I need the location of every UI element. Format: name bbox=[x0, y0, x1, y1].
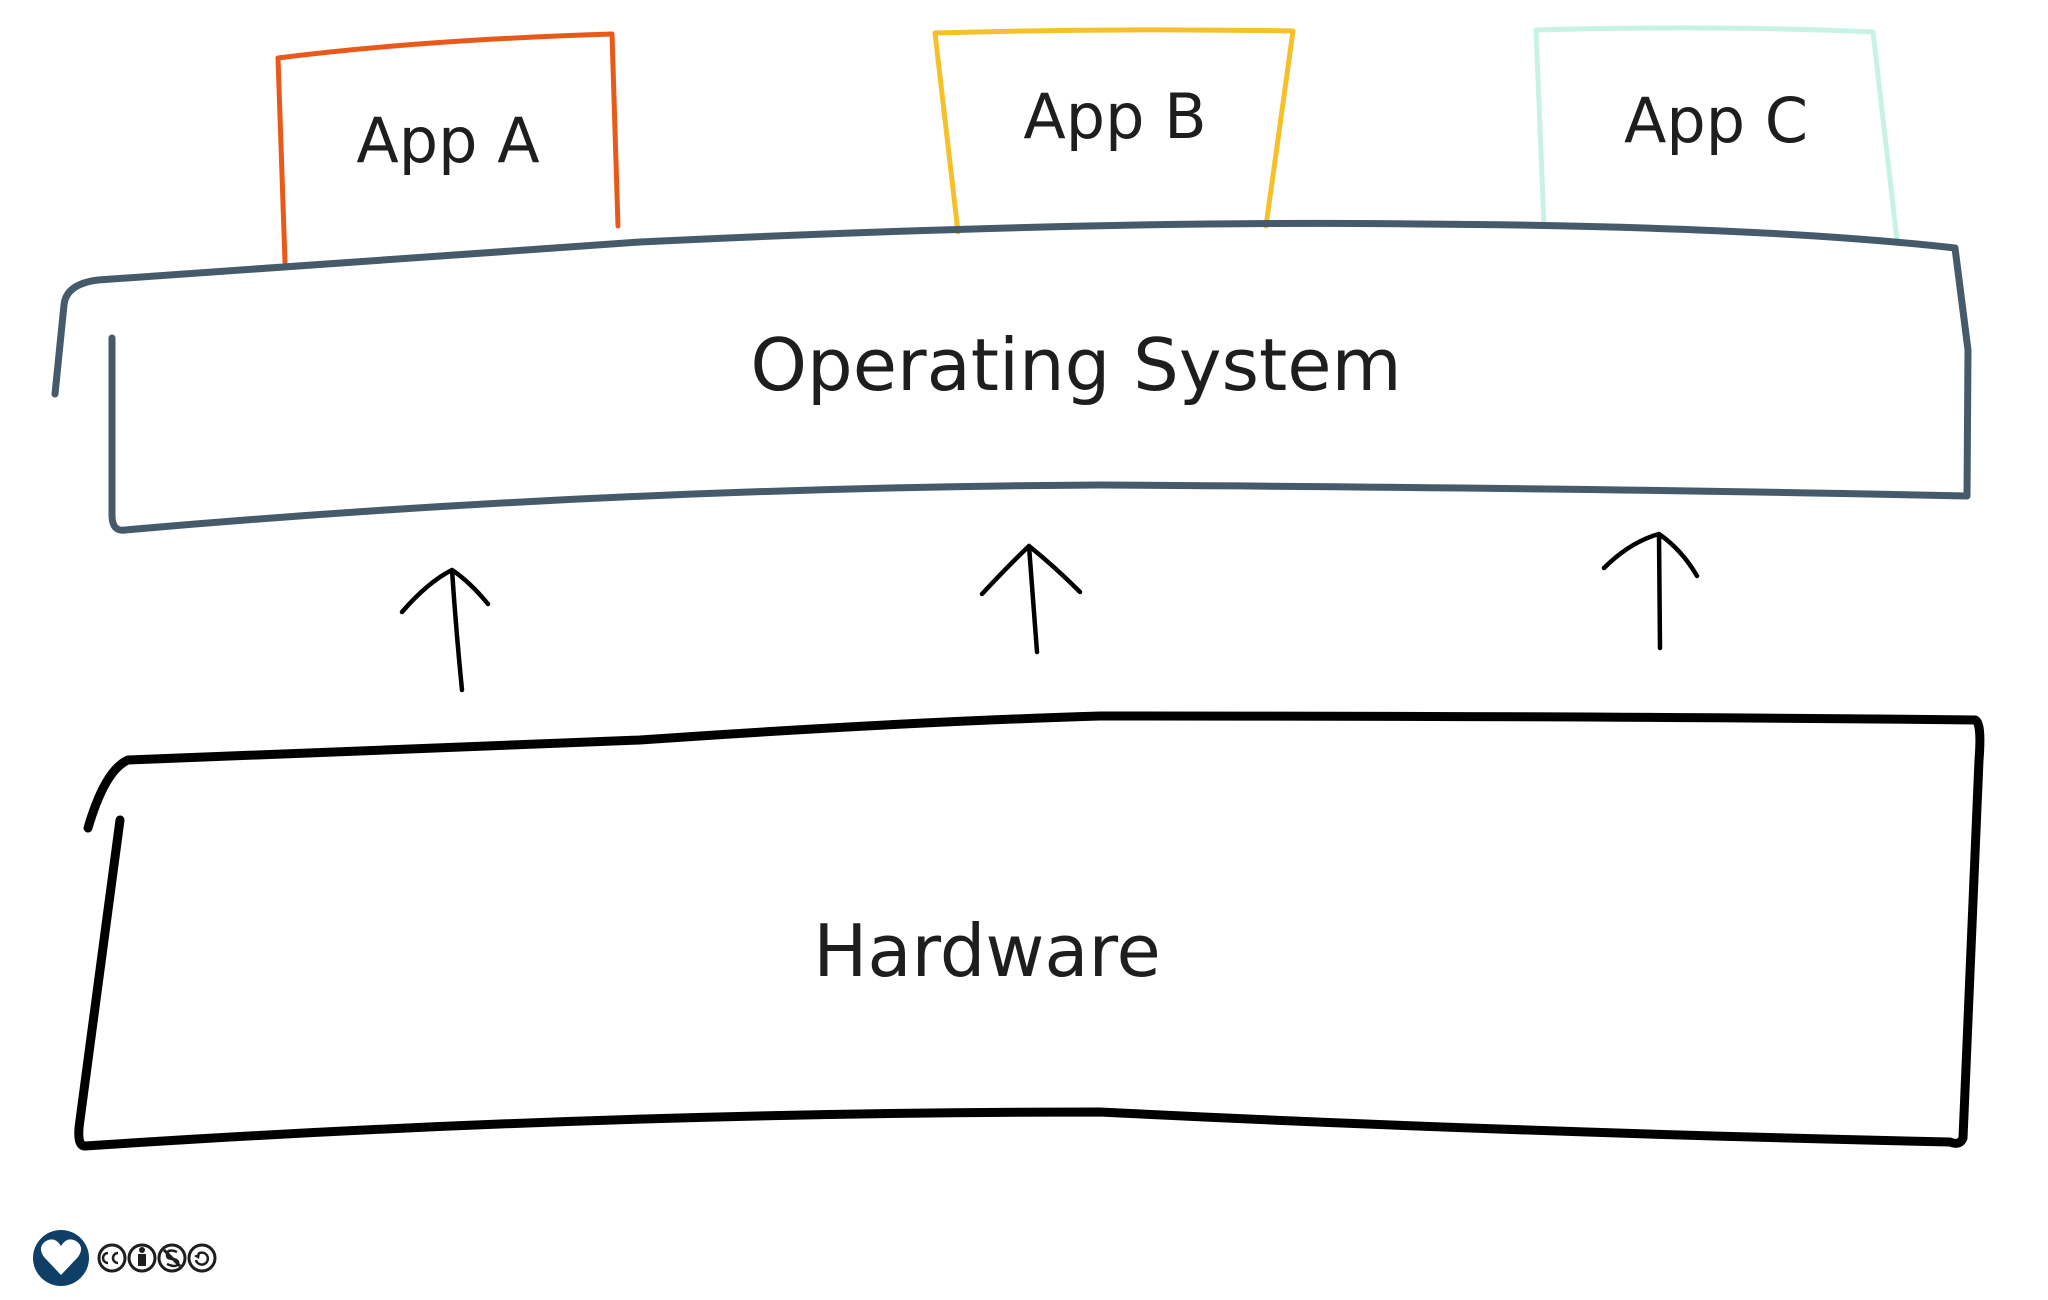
arrow-up-icon bbox=[399, 567, 491, 693]
hardware-label: Hardware bbox=[813, 909, 1161, 993]
app-c-label: App C bbox=[1624, 84, 1808, 157]
app-a-label: App A bbox=[356, 104, 539, 177]
arrow-up-icon bbox=[979, 543, 1083, 655]
by-icon bbox=[127, 1243, 157, 1273]
cc-icon bbox=[97, 1243, 127, 1273]
sa-icon bbox=[187, 1243, 217, 1273]
app-c-box: App C bbox=[1533, 25, 1900, 243]
footer bbox=[33, 1230, 217, 1286]
app-c-outline bbox=[1533, 25, 1900, 243]
hardware-outline bbox=[74, 711, 1985, 1151]
os-outline bbox=[51, 219, 1972, 534]
app-b-label: App B bbox=[1023, 80, 1206, 153]
operating-system-layer: Operating System bbox=[51, 219, 1972, 534]
os-label: Operating System bbox=[750, 323, 1401, 407]
hardware-layer: Hardware bbox=[74, 711, 1985, 1151]
heart-shape bbox=[40, 1239, 82, 1275]
app-a-box: App A bbox=[275, 31, 621, 265]
nc-icon bbox=[157, 1243, 187, 1273]
app-b-outline bbox=[932, 27, 1296, 235]
app-b-box: App B bbox=[932, 27, 1296, 235]
app-a-outline bbox=[275, 31, 621, 265]
arrow-up-icon bbox=[1601, 531, 1700, 651]
arrows bbox=[399, 531, 1700, 693]
